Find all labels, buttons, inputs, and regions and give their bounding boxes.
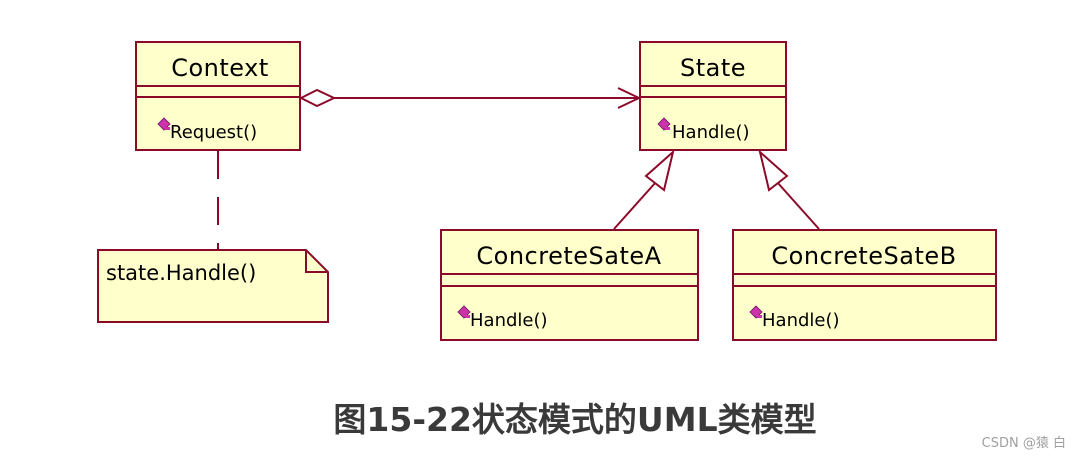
- watermark: CSDN @猿 白: [981, 436, 1066, 451]
- class-context-name: Context: [171, 54, 269, 82]
- aggregation-diamond-icon: [298, 88, 337, 108]
- note-state-handle[interactable]: state.Handle(): [97, 249, 329, 323]
- generalization-a-to-state[interactable]: [613, 149, 675, 230]
- class-state[interactable]: State Handle(): [639, 41, 787, 151]
- class-concrete-state-a-operation: Handle(): [470, 310, 548, 331]
- note-text: state.Handle(): [106, 261, 256, 285]
- class-concrete-state-a[interactable]: ConcreteSateA Handle(): [440, 229, 699, 341]
- class-concrete-state-b-name: ConcreteSateB: [771, 242, 956, 270]
- class-state-name: State: [680, 54, 746, 82]
- class-state-operation: Handle(): [672, 122, 750, 143]
- class-concrete-state-a-name: ConcreteSateA: [476, 242, 661, 270]
- aggregation-context-state[interactable]: [298, 87, 642, 109]
- class-context[interactable]: Context Request(): [135, 41, 301, 151]
- class-context-operation: Request(): [170, 122, 257, 143]
- navigation-arrow-icon: [617, 87, 642, 109]
- generalization-b-to-state[interactable]: [758, 149, 820, 230]
- class-concrete-state-b[interactable]: ConcreteSateB Handle(): [732, 229, 997, 341]
- inheritance-triangle-icon: [644, 149, 675, 192]
- class-concrete-state-b-operation: Handle(): [762, 310, 840, 331]
- inheritance-triangle-icon: [758, 149, 789, 192]
- figure-caption: 图15-22状态模式的UML类模型: [333, 400, 817, 439]
